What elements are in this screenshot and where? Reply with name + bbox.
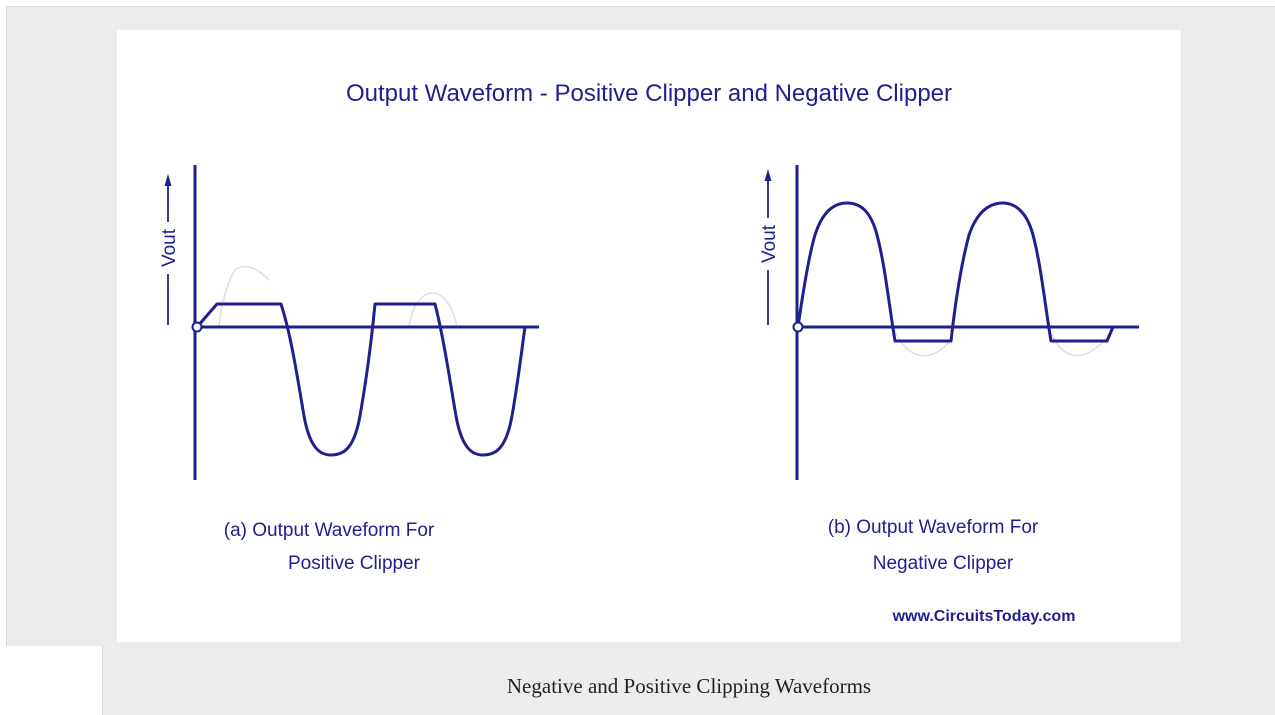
figure-frame: Output Waveform - Positive Clipper and N… [6, 6, 1275, 646]
waveform-a [195, 302, 527, 457]
panel-negative-clipper: Vout (b) Output Waveform For Negative Cl… [757, 165, 1139, 574]
ghost-waveform-a [218, 265, 458, 327]
watermark-url: www.CircuitsToday.com [892, 608, 1076, 625]
waveform-diagram: Output Waveform - Positive Clipper and N… [117, 30, 1181, 642]
figure-caption-bar: Negative and Positive Clipping Waveforms [102, 646, 1275, 715]
caption-a-line1: (a) Output Waveform For [224, 520, 435, 541]
caption-a-line2: Positive Clipper [288, 553, 421, 574]
vout-label-b: Vout [759, 224, 780, 263]
vout-label-a: Vout [159, 228, 180, 267]
figure-caption: Negative and Positive Clipping Waveforms [506, 674, 872, 698]
ghost-waveform-b [892, 326, 1108, 357]
waveform-b [796, 201, 1115, 343]
origin-marker-a [191, 321, 203, 333]
vout-arrow-head-a [164, 174, 172, 186]
panel-positive-clipper: Vout (a) Output Waveform For Positive Cl… [157, 165, 539, 574]
diagram-title: Output Waveform - Positive Clipper and N… [346, 80, 952, 107]
origin-marker-b [792, 321, 804, 333]
vout-arrow-head-b [764, 169, 772, 181]
caption-b-line1: (b) Output Waveform For [828, 517, 1039, 538]
caption-b-line2: Negative Clipper [873, 553, 1014, 574]
